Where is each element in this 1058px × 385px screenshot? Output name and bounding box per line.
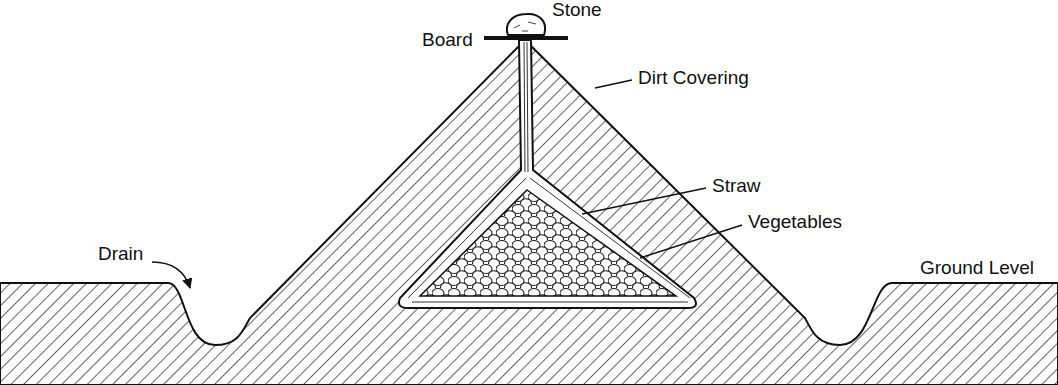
part-label: Dirt Covering [636, 68, 751, 89]
drain-arrow [152, 262, 190, 288]
part-label: Ground Level [918, 258, 1036, 279]
stone [507, 14, 545, 35]
leader-line [595, 80, 632, 88]
part-label: Vegetables [746, 212, 844, 233]
part-label: Drain [96, 244, 145, 265]
board [484, 36, 568, 40]
ground-and-dirt-mound [0, 40, 1058, 385]
leader-line [582, 188, 706, 214]
vegetables-pile [420, 190, 676, 296]
part-label: Stone [550, 0, 604, 21]
stone-texture [514, 22, 536, 31]
part-label: Board [420, 30, 475, 51]
leader-line [640, 225, 742, 258]
part-label: Straw [710, 176, 763, 197]
